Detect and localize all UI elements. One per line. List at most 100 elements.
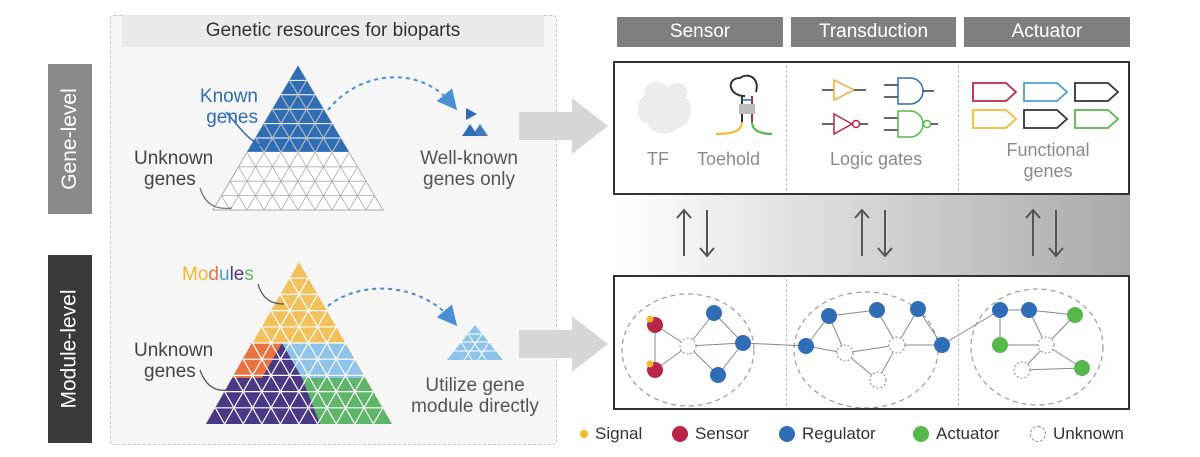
lattice-line	[263, 108, 324, 211]
functional-line1: Functional	[1006, 140, 1090, 160]
unknown-line2: genes	[144, 169, 196, 190]
lattice-line	[331, 166, 358, 211]
module-panel-divider	[958, 279, 959, 406]
lattice-line	[289, 80, 367, 211]
not-gate-icon	[822, 112, 868, 136]
unknown-node	[869, 371, 887, 389]
legend-sensor-label: Sensor	[695, 424, 749, 443]
actuator-node	[1067, 307, 1083, 323]
module-level-panel	[613, 275, 1130, 410]
tf-label: TF	[647, 149, 669, 169]
legend-actuator-label: Actuator	[936, 424, 1000, 443]
known-genes-label: Known genes	[190, 86, 258, 128]
modules-pointer	[257, 283, 285, 305]
lattice-line	[233, 375, 263, 425]
sensor-dot-icon	[672, 426, 688, 442]
lattice-line	[242, 358, 281, 425]
lattice-line	[221, 195, 231, 211]
unknown-line1: Unknown	[134, 148, 214, 169]
level-connector-band	[615, 195, 1130, 275]
lattice-line	[214, 407, 226, 425]
unknown-node	[679, 337, 697, 355]
legend-signal: Signal	[580, 424, 642, 444]
gene-level-label: Gene-level	[48, 64, 92, 214]
lattice-line	[263, 123, 316, 211]
exchange-arrow-transduction	[854, 208, 893, 258]
lattice-line	[255, 137, 299, 211]
modules-letter-u: u	[218, 264, 230, 285]
unknown-node	[1013, 361, 1031, 379]
resources-title: Genetic resources for bioparts	[122, 15, 544, 47]
actuator-dot-icon	[913, 426, 929, 442]
known-genes-pointer	[225, 111, 263, 147]
actuator-node	[1074, 360, 1090, 376]
buffer-gate-icon	[822, 78, 866, 102]
regulator-node	[798, 338, 814, 354]
regulator-dot-icon	[779, 426, 795, 442]
actuator-node	[992, 337, 1008, 353]
and-gate-icon	[884, 77, 934, 105]
well-known-genes-icon	[462, 108, 488, 136]
lattice-line	[297, 137, 341, 211]
module-panel-divider	[786, 279, 787, 406]
modules-letter-o: o	[197, 264, 209, 285]
well-known-line1: Well-known	[420, 148, 518, 169]
module-to-panel-arrow	[519, 316, 608, 372]
exchange-arrows	[676, 208, 1064, 258]
header-transduction: Transduction	[791, 17, 956, 47]
module-unknown-pointer	[199, 369, 229, 391]
tf-icon	[637, 81, 692, 134]
gene-module-icon	[447, 325, 503, 361]
lattice-line	[365, 195, 375, 211]
gene-to-panel-arrow	[519, 98, 608, 154]
lattice-line	[229, 80, 307, 211]
gene-level-panel	[613, 61, 1130, 195]
gene-panel-divider	[958, 65, 959, 191]
lattice-line	[372, 407, 384, 425]
lattice-line	[279, 294, 356, 425]
signal-dot-icon	[580, 430, 588, 438]
lattice-line	[335, 375, 365, 425]
signal-dot	[646, 360, 654, 368]
lattice-line	[224, 277, 309, 425]
gene-selection-arrow	[327, 76, 458, 111]
exchange-arrow-actuator	[1025, 208, 1064, 258]
lattice-line	[298, 342, 347, 425]
lattice-line	[289, 277, 374, 425]
functional-genes-label: Functional genes	[1000, 140, 1096, 182]
unknown-dot-icon	[1030, 426, 1046, 442]
nand-gate-icon	[884, 110, 938, 138]
legend-actuator: Actuator	[913, 424, 999, 444]
modules-letter-s: s	[244, 264, 254, 285]
module-unknown-genes-label: Unknown genes	[134, 340, 214, 382]
legend-sensor: Sensor	[672, 424, 749, 444]
legend-regulator: Regulator	[779, 424, 876, 444]
unknown-node	[1037, 336, 1055, 354]
regulator-node	[869, 302, 885, 318]
lattice-line	[272, 108, 333, 211]
regulator-node	[735, 335, 751, 351]
lattice-line	[251, 342, 300, 425]
exchange-arrow-sensor	[676, 208, 715, 258]
module-level-label: Module-level	[48, 255, 92, 443]
lattice-line	[270, 310, 337, 425]
regulator-node	[934, 337, 950, 353]
signal-dot	[646, 315, 654, 323]
lattice-line	[246, 152, 282, 211]
modules-letter-e: e	[233, 264, 245, 285]
gene-pyramid	[212, 65, 384, 211]
lattice-line	[224, 391, 244, 425]
header-actuator: Actuator	[964, 17, 1130, 47]
legend-unknown: Unknown	[1030, 424, 1124, 444]
lattice-line	[261, 326, 319, 425]
regulator-node	[1021, 302, 1037, 318]
known-line1: Known	[199, 86, 258, 107]
known-line2: genes	[206, 107, 258, 128]
module-selection-arrow	[327, 287, 458, 327]
legend-signal-label: Signal	[595, 424, 643, 443]
legend-unknown-label: Unknown	[1053, 424, 1124, 443]
lattice-line	[229, 180, 248, 211]
regulator-node	[821, 308, 837, 324]
legend-regulator-label: Regulator	[802, 424, 876, 443]
